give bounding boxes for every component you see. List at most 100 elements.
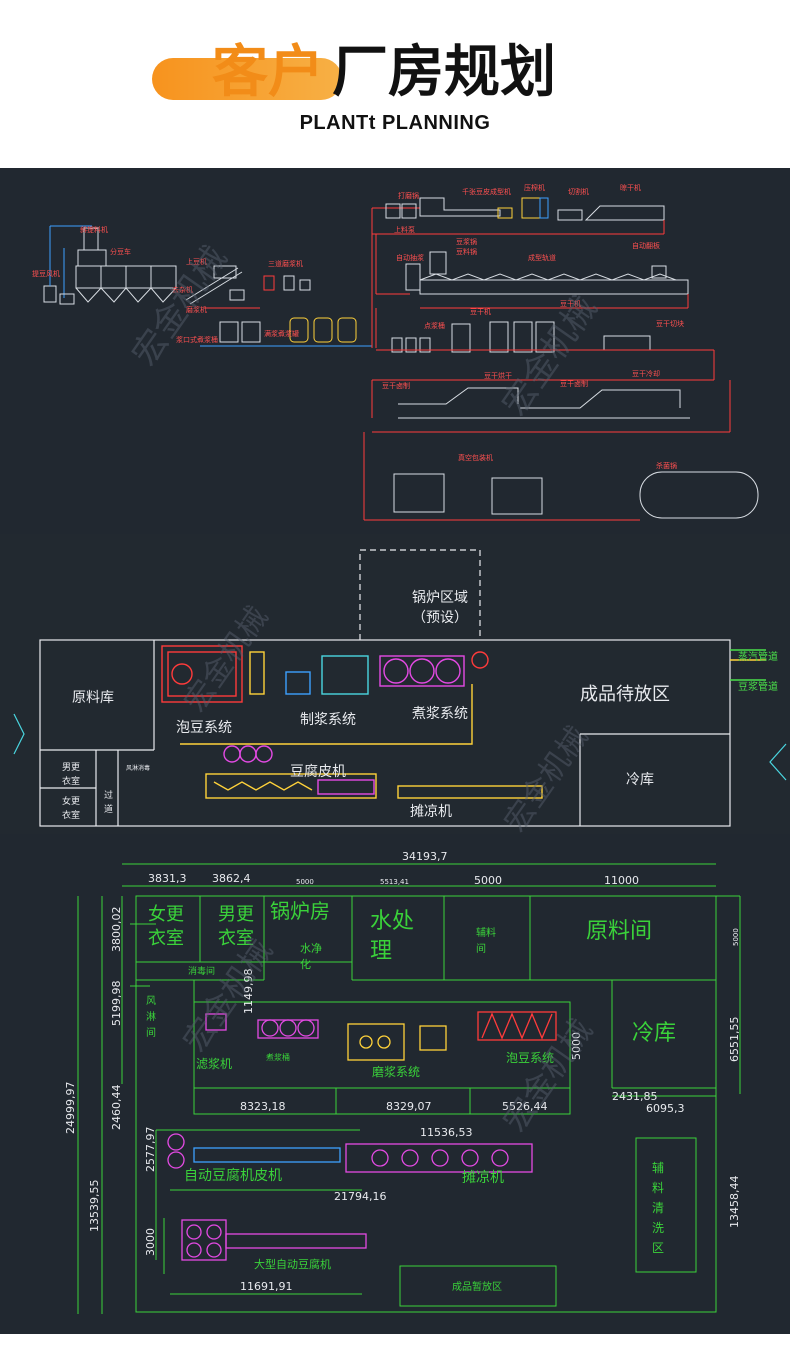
floor-plan-b: 女更 衣室 男更 衣室 锅炉房 水处 理 辅料 间 原料间 水净 化 消毒间 风… [0, 834, 790, 1334]
label-triple-grinder: 三道磨浆机 [268, 259, 303, 268]
label-bean-feeder: 上豆机 [186, 257, 207, 266]
label-auto-flip: 自动翻板 [632, 241, 660, 250]
page-title: 厂房规划 [332, 40, 556, 105]
room-female-a: 女更 [148, 904, 184, 925]
room-wind-b: 淋 [146, 1010, 156, 1023]
label-boil-tank: 满浆煮浆罐 [264, 329, 299, 338]
dim-v6: 2577,97 [144, 1127, 157, 1173]
label-polish-pot: 打磨锅 [398, 191, 419, 200]
room-raw-store: 原料库 [72, 690, 114, 706]
floor-plan-a-svg: 原料库 锅炉区域 （预设） 成品待放区 冷库 男更 衣室 女更 衣室 过 道 风… [13, 549, 787, 839]
label-press: 压榨机 [524, 183, 545, 192]
label-tofu-brine-2: 豆干卤制 [560, 379, 588, 388]
dim-h7: 21794,16 [334, 1190, 387, 1203]
room-aux-clean-3: 清 [652, 1201, 664, 1215]
label-tofu-dry-machine: 豆干机 [470, 307, 491, 316]
equip-big-tofu: 大型自动豆腐机 [254, 1257, 331, 1271]
room-water-pure-b: 化 [300, 957, 311, 971]
floor-plan-a: 原料库 锅炉区域 （预设） 成品待放区 冷库 男更 衣室 女更 衣室 过 道 风… [0, 534, 790, 839]
label-skin-former: 千张豆皮成型机 [462, 187, 511, 196]
system-soak: 泡豆系统 [176, 720, 232, 736]
dim-v11: 13458,44 [728, 1176, 741, 1229]
dim-h1: 8323,18 [240, 1100, 286, 1113]
watermark-4: 宏金机械 [498, 720, 595, 834]
dim-h6: 11536,53 [420, 1126, 473, 1139]
dim-h5: 6095,3 [646, 1102, 685, 1115]
dim-v3: 1149,98 [242, 969, 255, 1015]
page-footer [0, 1334, 790, 1348]
room-wind-c: 间 [146, 1026, 156, 1039]
label-auto-pump: 自动抽浆 [396, 253, 424, 262]
watermark-3: 宏金机械 [178, 600, 275, 718]
watermark-2: 宏金机械 [495, 289, 606, 423]
equip-boil-bucket: 煮浆桶 [266, 1052, 290, 1062]
dim-v9: 5000 [570, 1032, 583, 1060]
dim-v8: 3000 [144, 1228, 157, 1256]
room-finished: 成品待放区 [580, 684, 670, 705]
dim-v4: 24999,97 [64, 1082, 77, 1135]
room-finished: 成品暂放区 [452, 1280, 502, 1293]
dim-v10: 6551,55 [728, 1017, 741, 1063]
floor-plan-b-svg: 女更 衣室 男更 衣室 锅炉房 水处 理 辅料 间 原料间 水净 化 消毒间 风… [64, 850, 741, 1314]
label-forming-rail: 成型轨道 [528, 253, 556, 262]
equip-cool: 摊凉机 [462, 1170, 504, 1186]
equip-filter: 滤浆机 [196, 1056, 232, 1071]
room-wind-a: 风 [146, 995, 156, 1007]
dim-h4: 2431,85 [612, 1090, 658, 1103]
label-tofu-bake: 豆干烘干 [484, 371, 512, 380]
room-aux-clean-4: 洗 [652, 1221, 664, 1235]
watermark-6: 宏金机械 [495, 1012, 600, 1139]
room-male-a: 男更 [62, 762, 80, 773]
process-flow-diagram: 斜提料机 分豆车 提豆风机 上豆机 去杂机 磨浆机 三道磨浆机 浆口式煮浆桶 满… [0, 168, 790, 534]
label-sterilizer: 杀菌锅 [656, 461, 677, 470]
dim-h2: 8329,07 [386, 1100, 432, 1113]
label-soy-pipe: 豆浆管道 [738, 680, 778, 693]
system-boil: 煮浆系统 [412, 706, 468, 722]
room-cold: 冷库 [632, 1021, 676, 1046]
room-boiler-sub: （预设） [412, 610, 468, 626]
dim-d1: 3831,3 [148, 872, 187, 885]
label-tofu-cool: 豆干冷却 [632, 369, 660, 378]
room-boiler: 锅炉房 [270, 899, 330, 923]
label-pulp-bucket: 点浆桶 [424, 321, 445, 330]
page-subtitle: PLANTt PLANNING [299, 112, 491, 134]
dim-v1: 3800,02 [110, 907, 123, 953]
label-tofu-dry-machine-2: 豆干机 [560, 299, 581, 308]
label-impurity-remover: 去杂机 [172, 285, 193, 294]
dim-d6: 11000 [604, 874, 639, 887]
label-soy-pot: 豆浆锅 [456, 237, 477, 246]
room-female-b: 衣室 [148, 928, 184, 949]
label-grinder: 磨浆机 [186, 305, 207, 314]
title-accent-bar [152, 58, 342, 100]
room-water-a: 水处 [370, 909, 414, 934]
dim-d3: 5000 [296, 878, 314, 886]
room-water-pure-a: 水净 [300, 941, 322, 955]
dim-d4: 5513,41 [380, 878, 409, 886]
dim-v5: 2460,44 [110, 1085, 123, 1131]
watermark-5: 宏金机械 [175, 932, 280, 1059]
room-female-b: 衣室 [62, 809, 80, 821]
label-steam-pipe: 蒸汽管道 [738, 650, 778, 663]
dim-d2: 3862,4 [212, 872, 251, 885]
corridor-a: 过 [104, 789, 113, 801]
room-female-a: 女更 [62, 795, 80, 807]
room-male-b: 衣室 [218, 928, 254, 949]
label-tofu-brine: 豆干卤制 [382, 381, 410, 390]
room-disinfect: 风淋消毒 [126, 764, 150, 772]
room-boiler: 锅炉区域 [412, 590, 468, 606]
room-aux-clean-1: 辅 [652, 1161, 664, 1175]
label-lifter: 斜提料机 [80, 225, 108, 234]
label-bean-fan: 提豆风机 [32, 269, 60, 278]
dim-h8: 11691,91 [240, 1280, 293, 1293]
room-male-a: 男更 [218, 904, 254, 925]
room-aux-clean-5: 区 [652, 1241, 664, 1255]
corridor-b: 道 [104, 803, 113, 815]
equip-soak: 泡豆系统 [506, 1051, 554, 1065]
dim-v7: 13539,55 [88, 1180, 101, 1233]
label-bean-cart: 分豆车 [110, 247, 131, 256]
room-water-b: 理 [370, 939, 392, 964]
label-material-pot: 豆料锅 [456, 247, 477, 256]
label-tofu-cut: 豆干切块 [656, 319, 684, 328]
system-grind: 制浆系统 [300, 712, 356, 728]
system-cool: 摊凉机 [410, 804, 452, 820]
